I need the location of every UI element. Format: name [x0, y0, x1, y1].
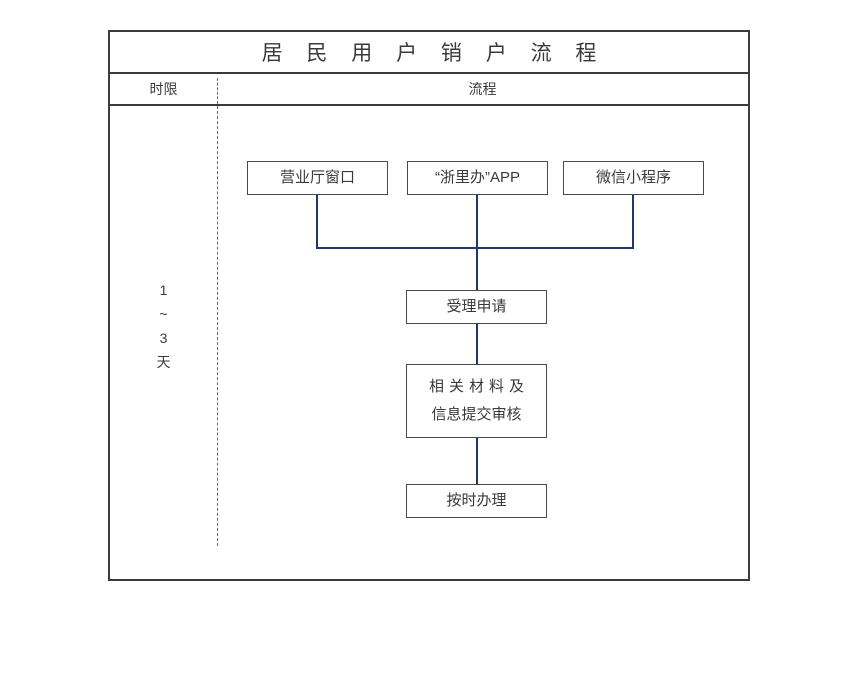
body-column-divider	[217, 106, 218, 546]
duration-line-2: ~	[159, 306, 168, 322]
flow-node-material-submission-line2: 信息提交审核	[431, 406, 522, 423]
flow-node-accept-application[interactable]: 受理申请	[406, 290, 547, 324]
duration-line-1: 1	[159, 282, 168, 298]
page-title: 居 民 用 户 销 户 流 程	[261, 42, 606, 65]
flow-node-material-submission[interactable]: 相关材料及 信息提交审核	[406, 364, 547, 438]
connector-service-hall-down	[316, 195, 318, 249]
connector-material-to-handle	[476, 437, 478, 485]
connector-wechat-down	[632, 195, 634, 249]
connector-accept-to-material	[476, 323, 478, 365]
table-header-row: 时限 流程	[110, 74, 748, 106]
column-header-flow: 流程	[468, 81, 497, 97]
flow-node-on-time-handling-label: 按时办理	[446, 492, 507, 509]
duration-line-4: 天	[156, 354, 171, 370]
flow-node-accept-application-label: 受理申请	[446, 298, 507, 315]
process-flow-table: 居 民 用 户 销 户 流 程 时限 流程 1 ~ 3 天 营业厅窗口 “浙里办…	[108, 30, 750, 581]
flow-node-service-hall[interactable]: 营业厅窗口	[247, 161, 388, 195]
duration-line-3: 3	[159, 330, 168, 346]
flow-node-zhelivan-app-label: “浙里办”APP	[434, 169, 520, 186]
duration-cell: 1 ~ 3 天	[110, 106, 217, 546]
connector-merge-bar	[316, 247, 634, 249]
flow-node-wechat-miniprogram-label: 微信小程序	[595, 169, 671, 186]
flow-node-zhelivan-app[interactable]: “浙里办”APP	[407, 161, 548, 195]
table-title-row: 居 民 用 户 销 户 流 程	[110, 32, 748, 74]
column-header-time-limit: 时限	[149, 81, 178, 97]
connector-merge-to-accept	[476, 247, 478, 291]
flow-node-on-time-handling[interactable]: 按时办理	[406, 484, 547, 518]
table-body-row: 1 ~ 3 天 营业厅窗口 “浙里办”APP 微信小程序	[110, 106, 748, 579]
flow-node-service-hall-label: 营业厅窗口	[279, 169, 355, 186]
flow-node-material-submission-line1: 相关材料及	[428, 378, 529, 395]
connector-app-down	[476, 195, 478, 249]
header-column-divider	[217, 78, 218, 104]
flow-diagram-canvas: 营业厅窗口 “浙里办”APP 微信小程序 受理申请 相关材料及 信息提交审	[217, 106, 748, 579]
flow-node-wechat-miniprogram[interactable]: 微信小程序	[563, 161, 704, 195]
